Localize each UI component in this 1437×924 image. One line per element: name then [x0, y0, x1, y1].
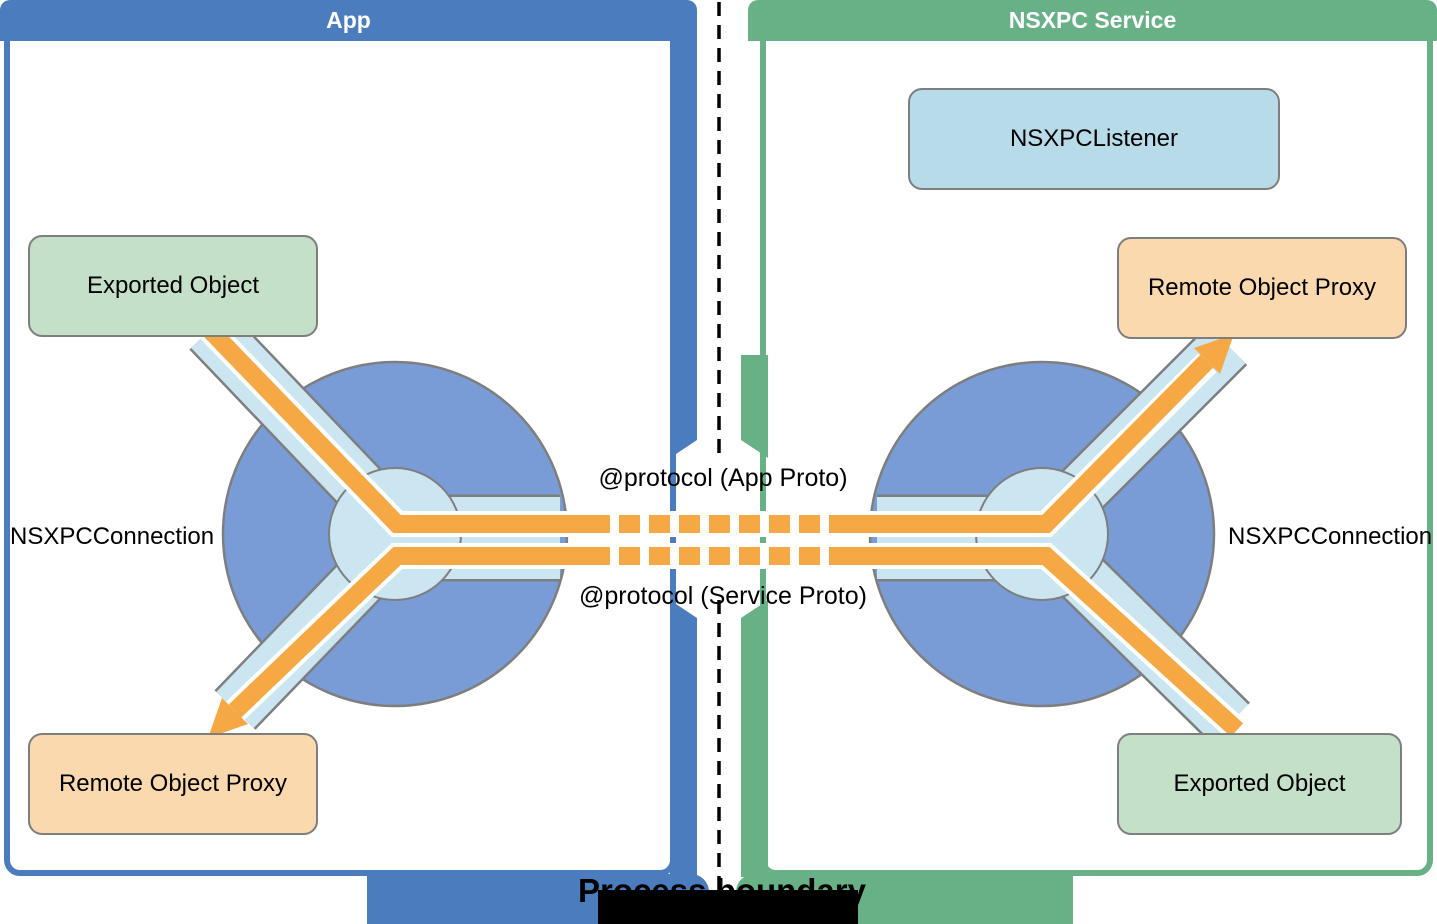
pipe-app-to-service-solid-left [203, 323, 589, 533]
service-border-band-bottom [741, 600, 768, 877]
service-remote-object-proxy-label: Remote Object Proxy [1147, 274, 1377, 301]
nsxpcconnection-label-left: NSXPCConnection [10, 523, 215, 550]
pipe-service-to-app-solid-right [850, 547, 1244, 737]
service-title: NSXPC Service [1008, 7, 1177, 33]
app-border-band-top [670, 41, 697, 458]
app-exported-object-box: Exported Object [28, 235, 318, 337]
service-border-band-top [741, 355, 768, 458]
pipe-service-to-app-solid-left [228, 547, 589, 718]
app-header: App [0, 0, 697, 41]
pipe-app-to-service-solid-right [848, 354, 1214, 533]
app-remote-object-proxy-label: Remote Object Proxy [58, 770, 288, 797]
protocol-service-label: @protocol (Service Proto) [579, 582, 867, 610]
service-listener-label: NSXPCListener [1009, 125, 1179, 152]
app-title: App [326, 7, 371, 33]
arrowhead-to-right-proxy-icon [1194, 334, 1234, 374]
app-remote-object-proxy-box: Remote Object Proxy [28, 733, 318, 835]
service-listener-box: NSXPCListener [908, 88, 1280, 190]
service-remote-object-proxy-box: Remote Object Proxy [1117, 237, 1407, 339]
app-exported-object-label: Exported Object [86, 272, 260, 299]
app-border-band-bottom [670, 600, 697, 877]
arrowhead-to-left-proxy-icon [208, 698, 248, 738]
nsxpcconnection-label-right: NSXPCConnection [1228, 523, 1433, 550]
service-exported-object-box: Exported Object [1117, 733, 1402, 835]
service-exported-object-label: Exported Object [1173, 770, 1346, 797]
service-header: NSXPC Service [748, 0, 1437, 41]
protocol-app-label: @protocol (App Proto) [598, 464, 848, 492]
process-boundary-label-clip [598, 890, 858, 924]
